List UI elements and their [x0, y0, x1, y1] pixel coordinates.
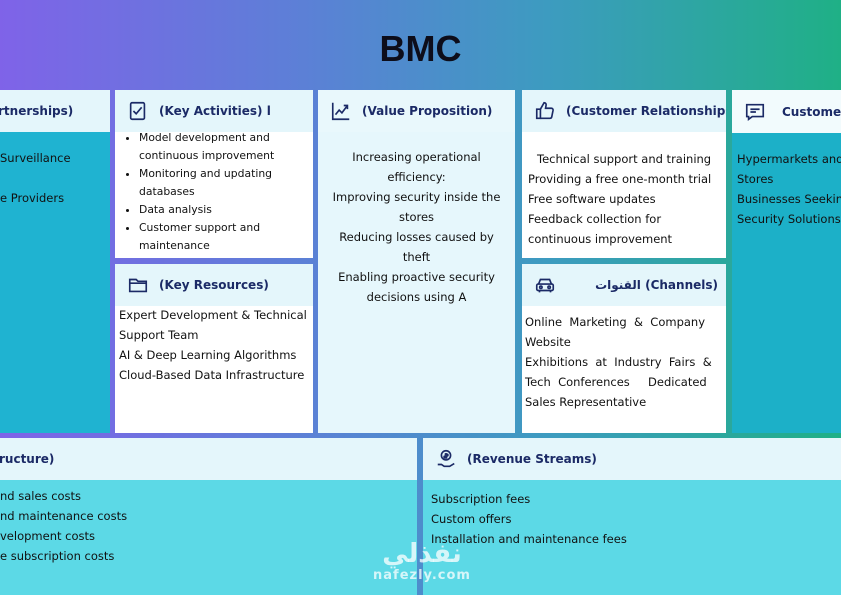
cost-structure-list: nd sales costs nd maintenance costs velo…: [0, 486, 127, 566]
value-proposition-header: (Value Proposition): [318, 90, 515, 132]
cost-structure-body: nd sales costs nd maintenance costs velo…: [0, 480, 417, 595]
thumbs-up-icon: [535, 101, 554, 120]
list-item: theft: [402, 250, 431, 264]
list-item: Sales Representative: [525, 395, 647, 409]
list-item: Technical support and training: [537, 152, 712, 166]
key-activities-block: (Key Activities) l Model development and…: [115, 90, 313, 258]
key-resources-list: Expert Development & Technical Support T…: [119, 305, 307, 385]
list-item: Cloud-Based Data Infrastructure: [119, 368, 305, 382]
list-item: Security Solutions: [737, 212, 841, 226]
list-item: Support Team: [119, 328, 199, 342]
list-item: Subscription fees: [431, 492, 531, 506]
key-partners-header: rtnerships): [0, 90, 110, 132]
channels-title: القنوات (Channels): [595, 278, 718, 292]
list-item: stores: [398, 210, 435, 224]
revenue-streams-block: (Revenue Streams) Subscription fees Cust…: [423, 438, 841, 595]
list-item: Businesses Seekin: [737, 192, 841, 206]
list-item: Hypermarkets and: [737, 152, 841, 166]
revenue-streams-list: Subscription fees Custom offers Installa…: [431, 489, 627, 549]
folder-icon: [128, 278, 148, 293]
customer-relationships-block: (Customer Relationships) Technical suppo…: [522, 90, 726, 258]
revenue-streams-title: (Revenue Streams): [467, 452, 597, 466]
checklist-icon: [129, 101, 146, 121]
value-proposition-title: (Value Proposition): [362, 104, 493, 118]
list-item: decisions using A: [366, 290, 467, 304]
growth-chart-icon: [331, 102, 350, 121]
customer-segments-header: Customer: [732, 90, 841, 133]
watermark-latin: nafezly.com: [373, 568, 471, 583]
list-item: e subscription costs: [0, 549, 115, 563]
list-item: Expert Development & Technical: [119, 308, 307, 322]
revenue-streams-header: (Revenue Streams): [423, 438, 841, 480]
customer-segments-title: Customer: [782, 104, 841, 119]
list-item: Enabling proactive security: [338, 270, 495, 284]
customer-relationships-header: (Customer Relationships): [522, 90, 726, 132]
key-partners-block: rtnerships) Surveillance e Providers: [0, 90, 110, 433]
list-item: Tech Conferences Dedicated: [525, 375, 707, 389]
list-item: nd sales costs: [0, 489, 82, 503]
key-activities-header: (Key Activities) l: [115, 90, 313, 132]
list-item: Stores: [737, 172, 774, 186]
customer-segments-list: Hypermarkets and Stores Businesses Seeki…: [737, 149, 841, 229]
cost-structure-title: ructure): [0, 452, 55, 466]
customer-segments-block: Customer Hypermarkets and Stores Busines…: [732, 90, 841, 433]
list-item: Improving security inside the: [332, 190, 501, 204]
key-activities-title: (Key Activities) l: [159, 104, 271, 118]
customer-relationships-title: (Customer Relationships): [566, 104, 726, 118]
list-item: efficiency:: [387, 170, 446, 184]
watermark-logo: نفذلي nafezly.com: [372, 540, 472, 583]
list-item: Surveillance: [0, 151, 71, 165]
key-resources-block: (Key Resources) Expert Development & Tec…: [115, 264, 313, 433]
channels-block: القنوات (Channels) Online Marketing & Co…: [522, 264, 726, 433]
list-item: Website: [525, 335, 571, 349]
list-item: AI & Deep Learning Algorithms: [119, 348, 297, 362]
list-item: Installation and maintenance fees: [431, 532, 627, 546]
list-item: Exhibitions at Industry Fairs &: [525, 355, 712, 369]
page-title: BMC: [379, 28, 462, 69]
list-item: Free software updates: [528, 192, 656, 206]
cost-structure-header: ructure): [0, 438, 417, 480]
channels-list: Online Marketing & Company Website Exhib…: [525, 312, 721, 412]
car-icon: [535, 278, 555, 293]
watermark-arabic: نفذلي: [382, 539, 462, 569]
list-item: e Providers: [0, 191, 65, 205]
customer-relationships-list: Technical support and training Providing…: [528, 149, 711, 249]
value-proposition-list: Increasing operational efficiency: Impro…: [318, 147, 515, 307]
list-item: Data analysis: [139, 201, 313, 219]
cost-structure-block: ructure) nd sales costs nd maintenance c…: [0, 438, 417, 595]
key-partners-list: Surveillance e Providers: [0, 138, 71, 218]
key-resources-header: (Key Resources): [115, 264, 313, 306]
revenue-streams-body: Subscription fees Custom offers Installa…: [423, 480, 841, 595]
list-item: continuous improvement: [528, 232, 673, 246]
list-item: Feedback collection for: [528, 212, 662, 226]
value-proposition-block: (Value Proposition) Increasing operation…: [318, 90, 515, 433]
customer-segments-body: Hypermarkets and Stores Businesses Seeki…: [732, 133, 841, 433]
list-item: Increasing operational: [352, 150, 481, 164]
channels-header: القنوات (Channels): [522, 264, 726, 306]
key-partners-title: rtnerships): [0, 104, 74, 118]
chat-icon: [745, 103, 765, 121]
money-hand-icon: [437, 449, 455, 468]
list-item: velopment costs: [0, 529, 95, 543]
list-item: Online Marketing & Company: [525, 315, 706, 329]
list-item: Custom offers: [431, 512, 512, 526]
list-item: Reducing losses caused by: [339, 230, 494, 244]
list-item: nd maintenance costs: [0, 509, 128, 523]
key-resources-title: (Key Resources): [159, 278, 269, 292]
key-partners-body: Surveillance e Providers: [0, 132, 110, 433]
list-item: Providing a free one-month trial: [528, 172, 712, 186]
